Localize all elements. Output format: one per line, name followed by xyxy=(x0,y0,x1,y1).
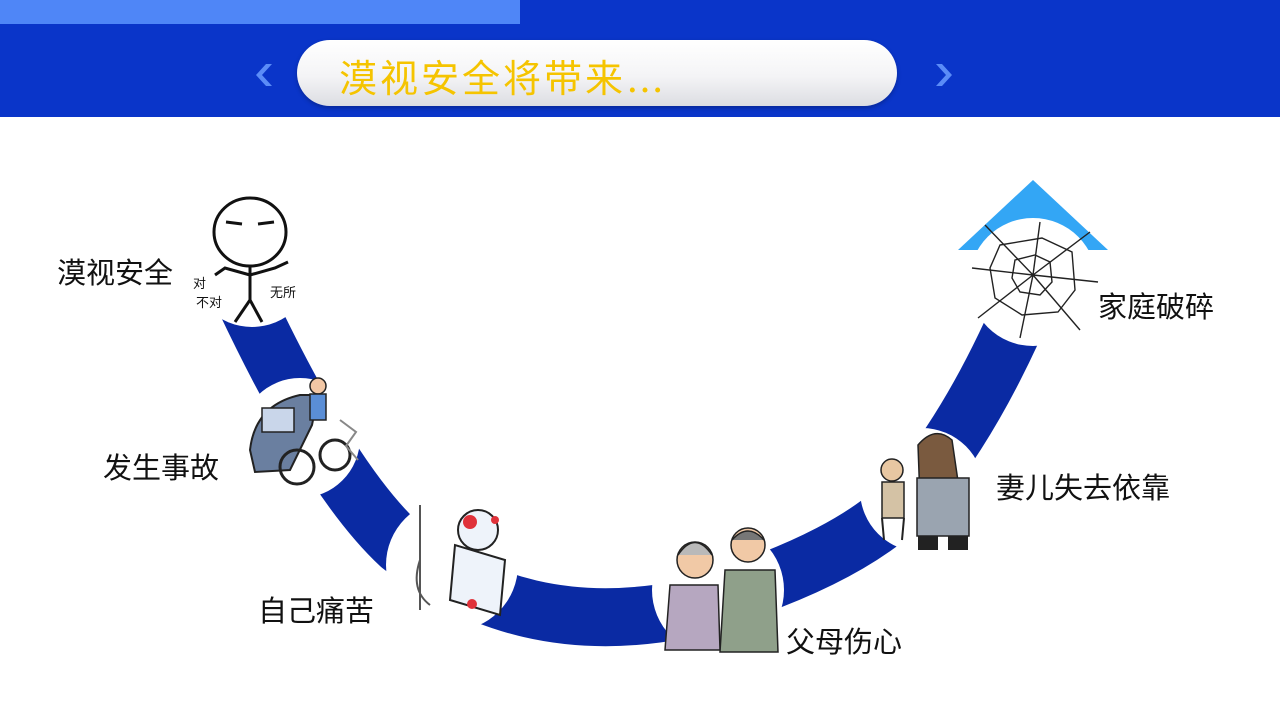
chevron-left-icon[interactable] xyxy=(250,60,280,90)
grieving-parents-icon xyxy=(652,524,784,656)
indifferent-stick-figure-icon xyxy=(190,196,314,327)
injured-patient-icon xyxy=(386,499,518,631)
wife-and-child-icon xyxy=(860,428,984,552)
header-accent-strip xyxy=(0,0,520,24)
step-label-accident: 发生事故 xyxy=(103,451,220,485)
step-label-ignore-safety: 漠视安全 xyxy=(57,256,174,290)
slide-title: 漠视安全将带来… xyxy=(339,57,668,101)
chevron-right-icon[interactable] xyxy=(928,60,958,90)
annotation-dui: 对 xyxy=(193,277,206,292)
step-label-parents-grief: 父母伤心 xyxy=(786,625,903,659)
title-pill: 漠视安全将带来… xyxy=(297,40,897,106)
step-label-family-broken: 家庭破碎 xyxy=(1098,290,1215,324)
header-bar: 漠视安全将带来… xyxy=(0,0,1280,117)
step-label-family-loses-support: 妻儿失去依靠 xyxy=(996,471,1171,505)
annotation-wu-suo: 无所 xyxy=(270,286,296,301)
shattered-glass-icon xyxy=(969,218,1099,346)
step-label-self-pain: 自己痛苦 xyxy=(258,594,375,628)
annotation-bu-dui: 不对 xyxy=(196,296,222,311)
car-bicycle-accident-icon xyxy=(240,377,360,498)
